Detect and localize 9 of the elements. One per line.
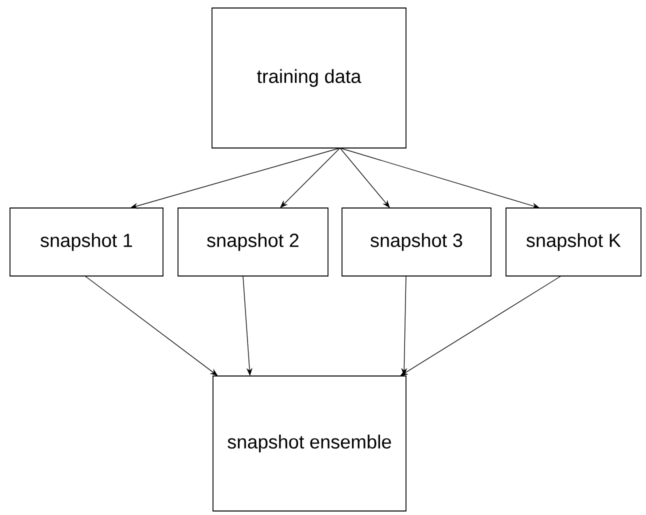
process-box: snapshot ensemble	[212, 376, 406, 512]
process-box: snapshot 3	[342, 208, 492, 276]
arrow	[340, 148, 390, 208]
process-box: snapshot 1	[10, 208, 164, 276]
process-box: snapshot 2	[178, 208, 328, 276]
process-box: snapshot K	[506, 208, 642, 276]
process-box: training data	[212, 8, 406, 148]
arrow	[84, 276, 218, 376]
arrow	[280, 148, 340, 208]
